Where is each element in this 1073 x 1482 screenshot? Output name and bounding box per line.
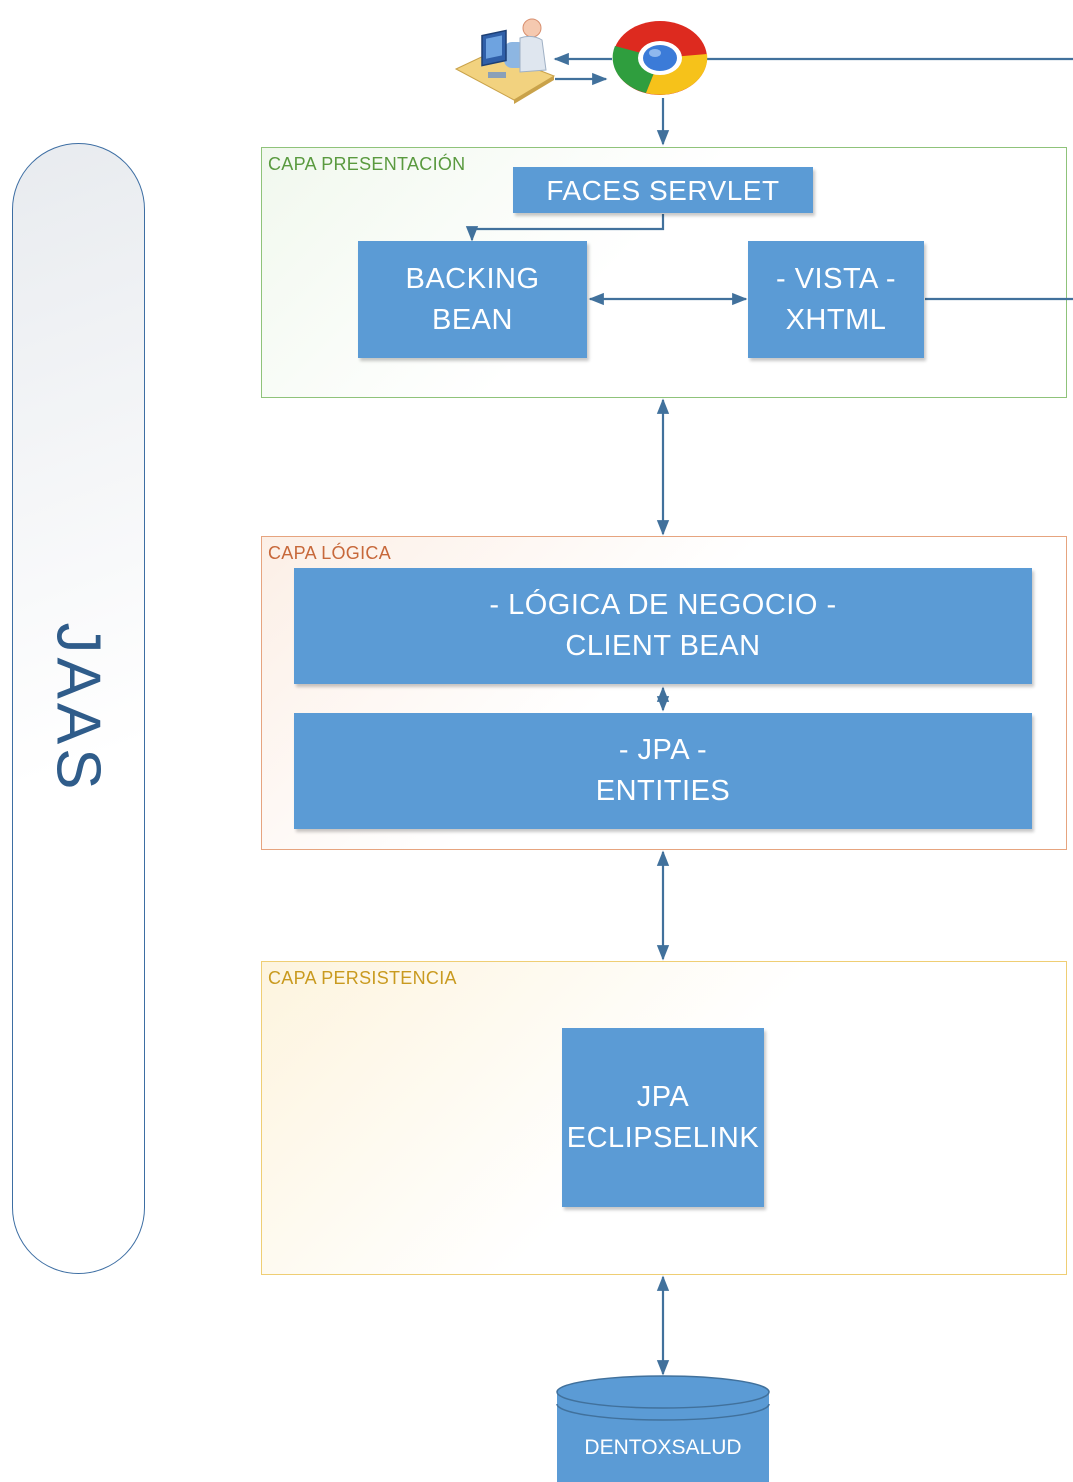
- vista-xhtml-block: - VISTA - XHTML: [748, 241, 924, 358]
- jaas-label: JAAS: [43, 622, 113, 794]
- backing-bean-line1: BACKING: [405, 262, 540, 295]
- backing-bean-line2: BEAN: [432, 303, 513, 336]
- backing-bean-block: BACKING BEAN: [358, 241, 587, 358]
- eclipselink-line1: JPA: [636, 1080, 690, 1113]
- logic-layer-label: CAPA LÓGICA: [268, 543, 392, 563]
- database-cylinder-icon: [556, 1375, 770, 1482]
- jpa-entities-line2: ENTITIES: [595, 775, 731, 807]
- business-logic-block: - LÓGICA DE NEGOCIO - CLIENT BEAN: [294, 568, 1032, 684]
- presentation-layer-label: CAPA PRESENTACIÓN: [268, 154, 466, 174]
- user-at-computer-icon: [454, 18, 556, 104]
- vista-line2: XHTML: [785, 303, 887, 336]
- jaas-band: [12, 143, 145, 1274]
- faces-servlet-block: FACES SERVLET: [513, 167, 813, 213]
- faces-servlet-label: FACES SERVLET: [546, 174, 780, 206]
- database-label: DENTOXSALUD: [584, 1436, 742, 1459]
- jpa-entities-line1: - JPA -: [618, 734, 708, 766]
- persistence-layer-label: CAPA PERSISTENCIA: [268, 968, 457, 988]
- chrome-browser-icon: [612, 21, 708, 95]
- servlet-to-backing-bean-arrow: [465, 214, 665, 242]
- business-logic-line2: CLIENT BEAN: [565, 630, 761, 662]
- jpa-eclipselink-block: JPA ECLIPSELINK: [562, 1028, 764, 1207]
- jpa-entities-block: - JPA - ENTITIES: [294, 713, 1032, 829]
- vista-line1: - VISTA -: [776, 262, 896, 295]
- eclipselink-line2: ECLIPSELINK: [566, 1121, 760, 1154]
- business-logic-line1: - LÓGICA DE NEGOCIO -: [489, 589, 837, 621]
